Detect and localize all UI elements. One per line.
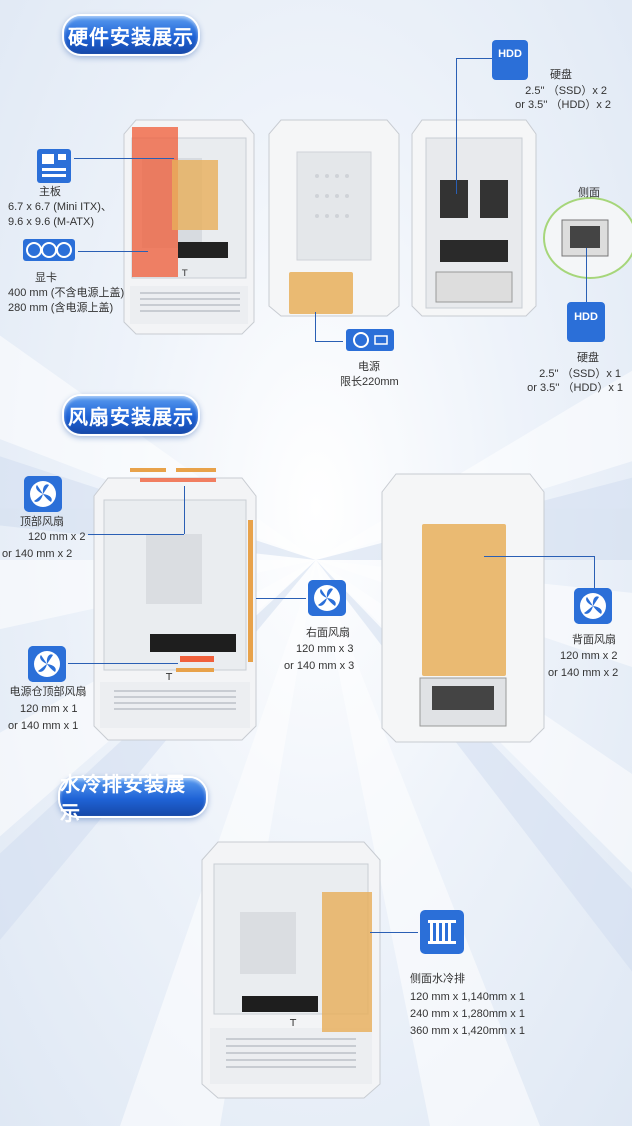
psu-leader-line-v (315, 312, 316, 342)
fan-icon (28, 646, 66, 682)
svg-text:T: T (289, 1018, 297, 1029)
section-title-fan: 风扇安装展示 (62, 394, 200, 436)
gpu-spec-2: 280 mm (含电源上盖) (8, 302, 114, 314)
hdd-back-leader-v (456, 58, 457, 194)
gpu-title: 显卡 (35, 272, 57, 284)
motherboard-spec-1: 6.7 x 6.7 (Mini ITX)、 (8, 201, 112, 213)
psu-top-fan-highlight (180, 656, 214, 662)
right-fan-leader (256, 598, 306, 599)
hdd-back-spec-1: 2.5'' （SSD）x 2 (525, 85, 607, 97)
back-fan-spec-1: 120 mm x 2 (560, 650, 618, 662)
radiator-spec-2: 240 mm x 1,280mm x 1 (410, 1008, 525, 1020)
psu-title: 电源 (358, 361, 380, 373)
psu-top-fan-title: 电源仓顶部风扇 (9, 686, 87, 698)
hdd-back-spec-2: or 3.5'' （HDD）x 2 (515, 99, 611, 111)
section-title-hardware: 硬件安装展示 (62, 14, 200, 56)
radiator-leader (370, 932, 418, 933)
gpu-spec-1: 400 mm (不含电源上盖) (8, 287, 125, 299)
top-fan-title: 顶部风扇 (20, 516, 64, 528)
motherboard-spec-2: 9.6 x 9.6 (M-ATX) (8, 216, 94, 228)
back-fan-spec-2: or 140 mm x 2 (548, 667, 619, 679)
psu-top-fan-spec-2: or 140 mm x 1 (8, 720, 79, 732)
hdd-back-leader-h (456, 58, 492, 59)
psu-spec-1: 限长220mm (340, 376, 399, 388)
radiator-spec-1: 120 mm x 1,140mm x 1 (410, 991, 525, 1003)
back-fan-leader-v (594, 556, 595, 588)
top-fan-highlight-3 (140, 478, 216, 482)
section-title-radiator: 水冷排安装展示 (58, 772, 208, 825)
right-fan-spec-1: 120 mm x 3 (296, 643, 354, 655)
right-fan-spec-2: or 140 mm x 3 (284, 660, 355, 672)
gpu-fans-icon (23, 239, 75, 261)
motherboard-title: 主板 (39, 186, 61, 198)
top-fan-highlight-2 (176, 468, 216, 472)
hdd-side-spec-2: or 3.5'' （HDD）x 1 (527, 382, 623, 394)
psu-icon (346, 329, 394, 351)
case-rear-view (268, 119, 400, 317)
motherboard-highlight (172, 160, 218, 230)
hdd-icon: HDD (492, 40, 528, 80)
top-fan-spec-2: or 140 mm x 2 (2, 548, 73, 560)
psu-leader-line-h (315, 341, 343, 342)
fan-icon (24, 476, 62, 512)
psu-highlight (289, 272, 353, 314)
case-interior-view (411, 119, 537, 317)
psu-top-fan-spec-1: 120 mm x 1 (20, 703, 78, 715)
motherboard-icon (37, 149, 71, 183)
hdd-icon: HDD (567, 302, 605, 342)
radiator-icon (420, 910, 464, 954)
top-fan-highlight-1 (130, 468, 166, 472)
top-fan-leader-h (88, 534, 184, 535)
case-fan-side-view: T (93, 477, 257, 741)
fan-icon (574, 588, 612, 624)
back-fan-leader-h (484, 556, 594, 557)
rear-fan-highlight (422, 524, 506, 676)
gpu-highlight (132, 127, 178, 277)
radiator-highlight (322, 892, 372, 1032)
psu-top-fan-highlight-2 (176, 668, 214, 672)
side-detail-circle (543, 197, 632, 279)
hdd-side-title: 硬盘 (577, 352, 599, 364)
psu-top-fan-leader (68, 663, 178, 664)
fan-icon (308, 580, 346, 616)
right-fan-title: 右面风扇 (306, 627, 350, 639)
motherboard-leader-line (74, 158, 174, 159)
top-fan-spec-1: 120 mm x 2 (28, 531, 86, 543)
side-title: 侧面 (578, 187, 600, 199)
hdd-side-leader-v (586, 248, 587, 302)
svg-text:T: T (181, 269, 188, 279)
back-fan-title: 背面风扇 (572, 634, 616, 646)
top-fan-leader-v (184, 486, 185, 534)
right-fan-highlight (248, 520, 253, 662)
hdd-side-spec-1: 2.5'' （SSD）x 1 (539, 368, 621, 380)
radiator-spec-3: 360 mm x 1,420mm x 1 (410, 1025, 525, 1037)
gpu-leader-line (78, 251, 148, 252)
hdd-back-title: 硬盘 (550, 69, 572, 81)
svg-text:T: T (165, 672, 173, 683)
radiator-title: 侧面水冷排 (410, 973, 465, 985)
